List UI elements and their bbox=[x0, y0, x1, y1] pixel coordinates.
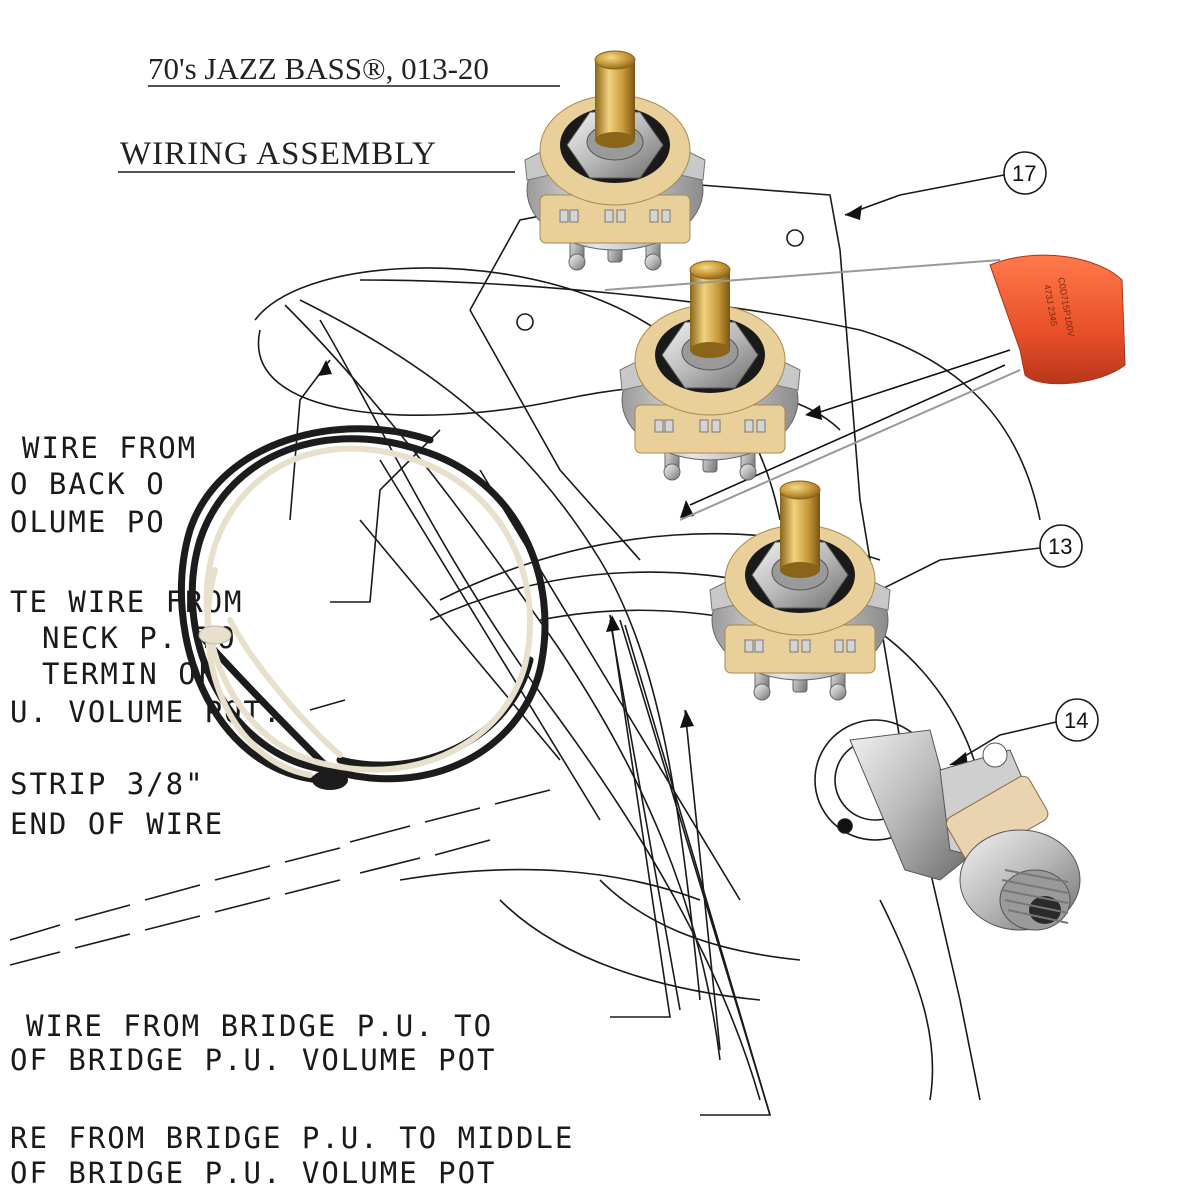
note-line: TERMIN OF bbox=[42, 657, 217, 691]
potentiometer-middle bbox=[619, 260, 801, 481]
note-line: TE WIRE FROM bbox=[10, 585, 244, 619]
note-line: RE FROM BRIDGE P.U. TO MIDDLE bbox=[10, 1121, 574, 1155]
output-jack bbox=[849, 729, 1081, 931]
potentiometer-top bbox=[524, 50, 706, 271]
note-line: WIRE FROM BRIDGE P.U. TO bbox=[26, 1009, 493, 1043]
callout-14: 14 bbox=[1064, 708, 1088, 733]
note-line: END OF WIRE bbox=[10, 807, 224, 841]
diagram-subtitle: WIRING ASSEMBLY bbox=[120, 136, 437, 172]
cloth-wire-coil bbox=[177, 425, 549, 790]
note-line: OF BRIDGE P.U. VOLUME POT bbox=[10, 1043, 497, 1077]
note-line: O BACK O bbox=[10, 467, 166, 501]
diagram-notes: WIRE FROM O BACK O OLUME PO TE WIRE FROM… bbox=[10, 431, 574, 1190]
capacitor: C0D715P100V 473J 2345 bbox=[604, 254, 1126, 521]
callout-17: 17 bbox=[1012, 161, 1036, 186]
note-line: OF BRIDGE P.U. VOLUME POT bbox=[10, 1156, 497, 1190]
callout-13: 13 bbox=[1048, 534, 1072, 559]
note-line: WIRE FROM bbox=[22, 431, 197, 465]
note-line: OLUME PO bbox=[10, 505, 166, 539]
arrowheads bbox=[318, 205, 968, 766]
note-line: STRIP 3/8" bbox=[10, 767, 205, 801]
diagram-title: 70's JAZZ BASS®, 013-20 bbox=[148, 51, 489, 86]
